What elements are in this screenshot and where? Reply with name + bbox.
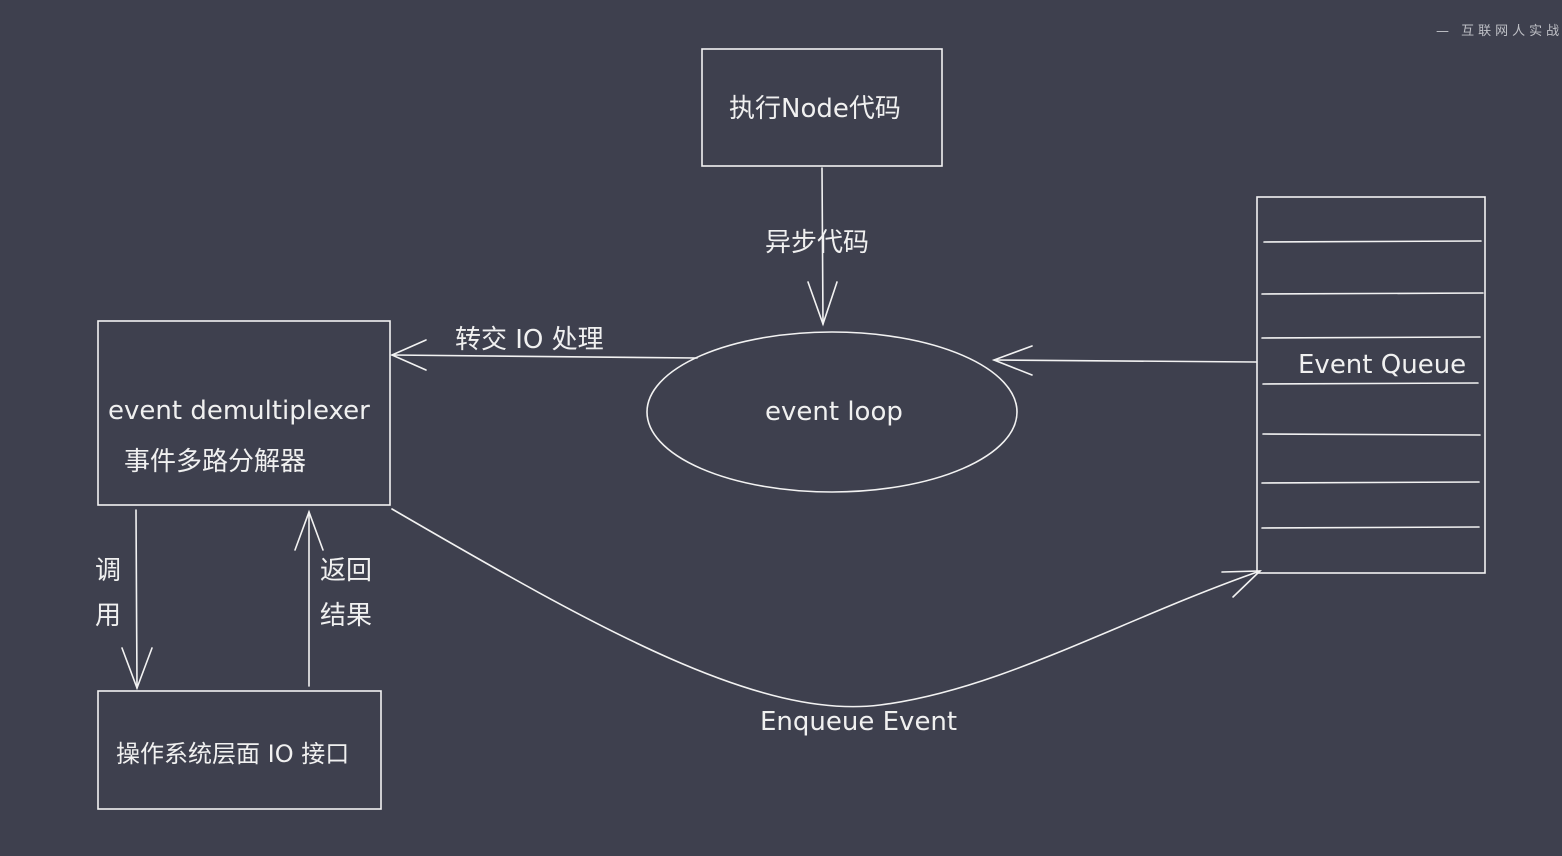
async-code-label: 异步代码	[765, 228, 870, 258]
demultiplexer-label-en: event demultiplexer	[108, 396, 370, 426]
watermark-tagline: — 互联网人实战大	[1436, 24, 1562, 39]
enqueue-event-label: Enqueue Event	[760, 707, 958, 737]
node-code-box	[701, 48, 943, 167]
return-label-1: 返回	[320, 556, 373, 586]
event-queue-label: Event Queue	[1298, 350, 1467, 380]
call-arrow	[121, 509, 153, 691]
event-loop-label: event loop	[765, 397, 903, 427]
hand-off-io-label: 转交 IO 处理	[455, 325, 604, 355]
node-code-label: 执行Node代码	[729, 94, 901, 124]
event-loop-ellipse	[646, 331, 1018, 493]
os-io-label: 操作系统层面 IO 接口	[116, 740, 350, 768]
async-code-arrow	[807, 167, 838, 327]
return-label-2: 结果	[320, 601, 373, 631]
call-label-1: 调	[95, 556, 122, 586]
call-label-2: 用	[95, 601, 122, 631]
enqueue-event-arrow	[391, 508, 1263, 708]
demultiplexer-box	[97, 320, 391, 506]
event-queue-box	[1256, 196, 1486, 574]
hand-off-io-arrow	[390, 339, 698, 371]
demultiplexer-label-zh: 事件多路分解器	[124, 447, 307, 477]
return-arrow	[294, 509, 324, 687]
os-io-box	[97, 690, 382, 810]
queue-to-loop-arrow	[991, 345, 1257, 376]
